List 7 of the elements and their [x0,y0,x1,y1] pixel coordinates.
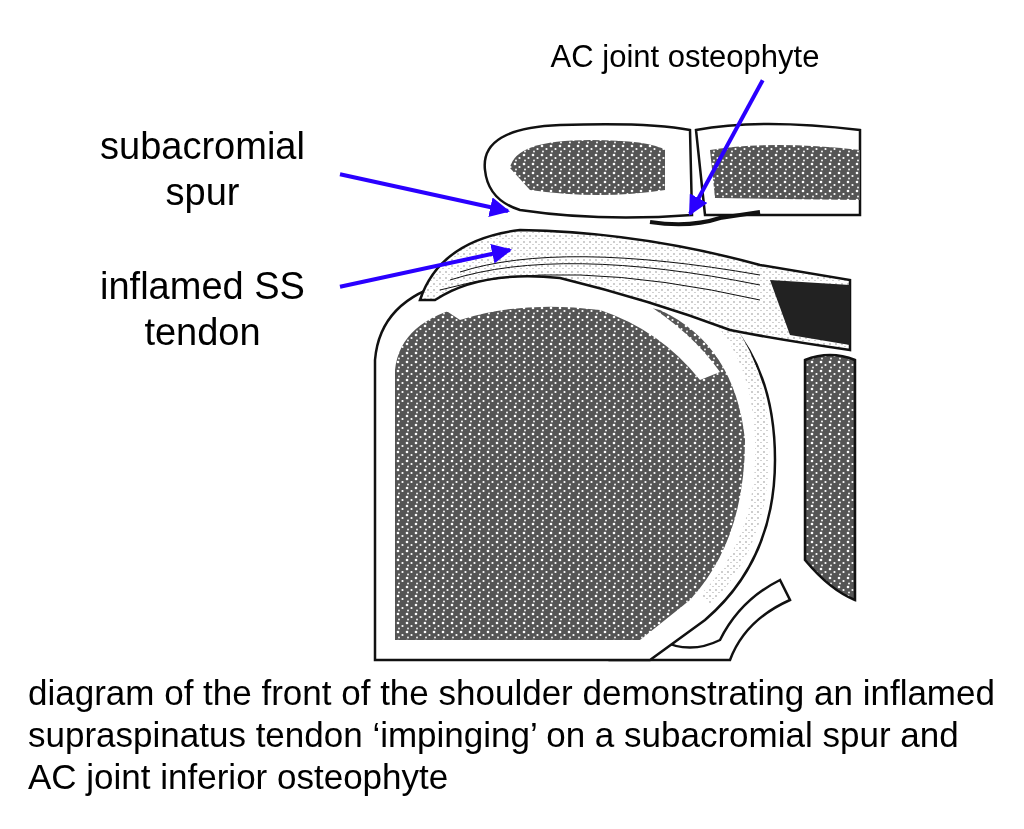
leader-arrow [339,244,512,289]
leader-arrow [688,79,765,216]
part-label: subacromial spur [70,124,335,216]
caption: diagram of the front of the shoulder demonstrating an inflamed supraspinatus tendon ‘impinging’ on a subacromial spur and AC joint inferior osteophyte [28,672,996,798]
leader-arrow [339,172,510,217]
part-label: inflamed SS tendon [70,264,335,356]
part-label: AC joint osteophyte [500,38,870,76]
